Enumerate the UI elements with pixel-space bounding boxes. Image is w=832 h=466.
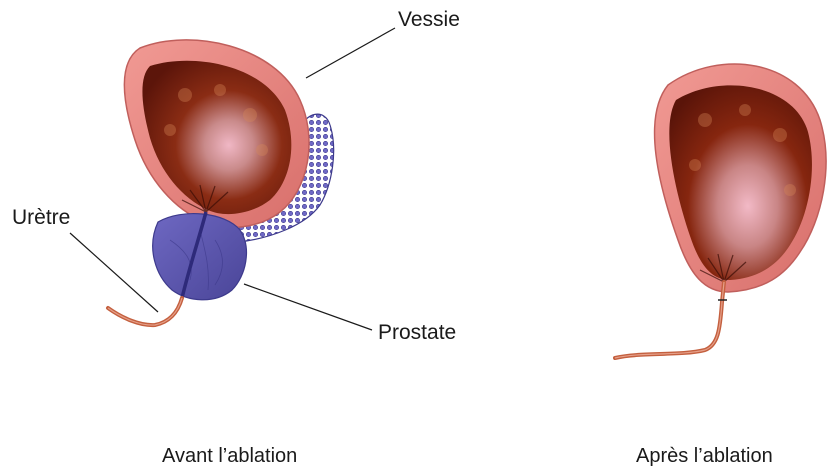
urethra-leader-line xyxy=(70,233,158,312)
before-figure xyxy=(108,40,334,325)
bladder-label: Vessie xyxy=(398,9,460,30)
urethra-tube xyxy=(108,298,182,325)
prostate-leader-line xyxy=(244,284,372,330)
caption-after: Après l’ablation xyxy=(636,446,773,466)
prostate-label: Prostate xyxy=(378,322,456,343)
urethra-label: Urètre xyxy=(12,207,70,228)
after-figure xyxy=(615,64,826,358)
urethra-tube-after xyxy=(615,282,724,358)
caption-before: Avant l’ablation xyxy=(162,446,297,466)
prostate xyxy=(153,214,247,300)
bladder-leader-line xyxy=(306,28,395,78)
